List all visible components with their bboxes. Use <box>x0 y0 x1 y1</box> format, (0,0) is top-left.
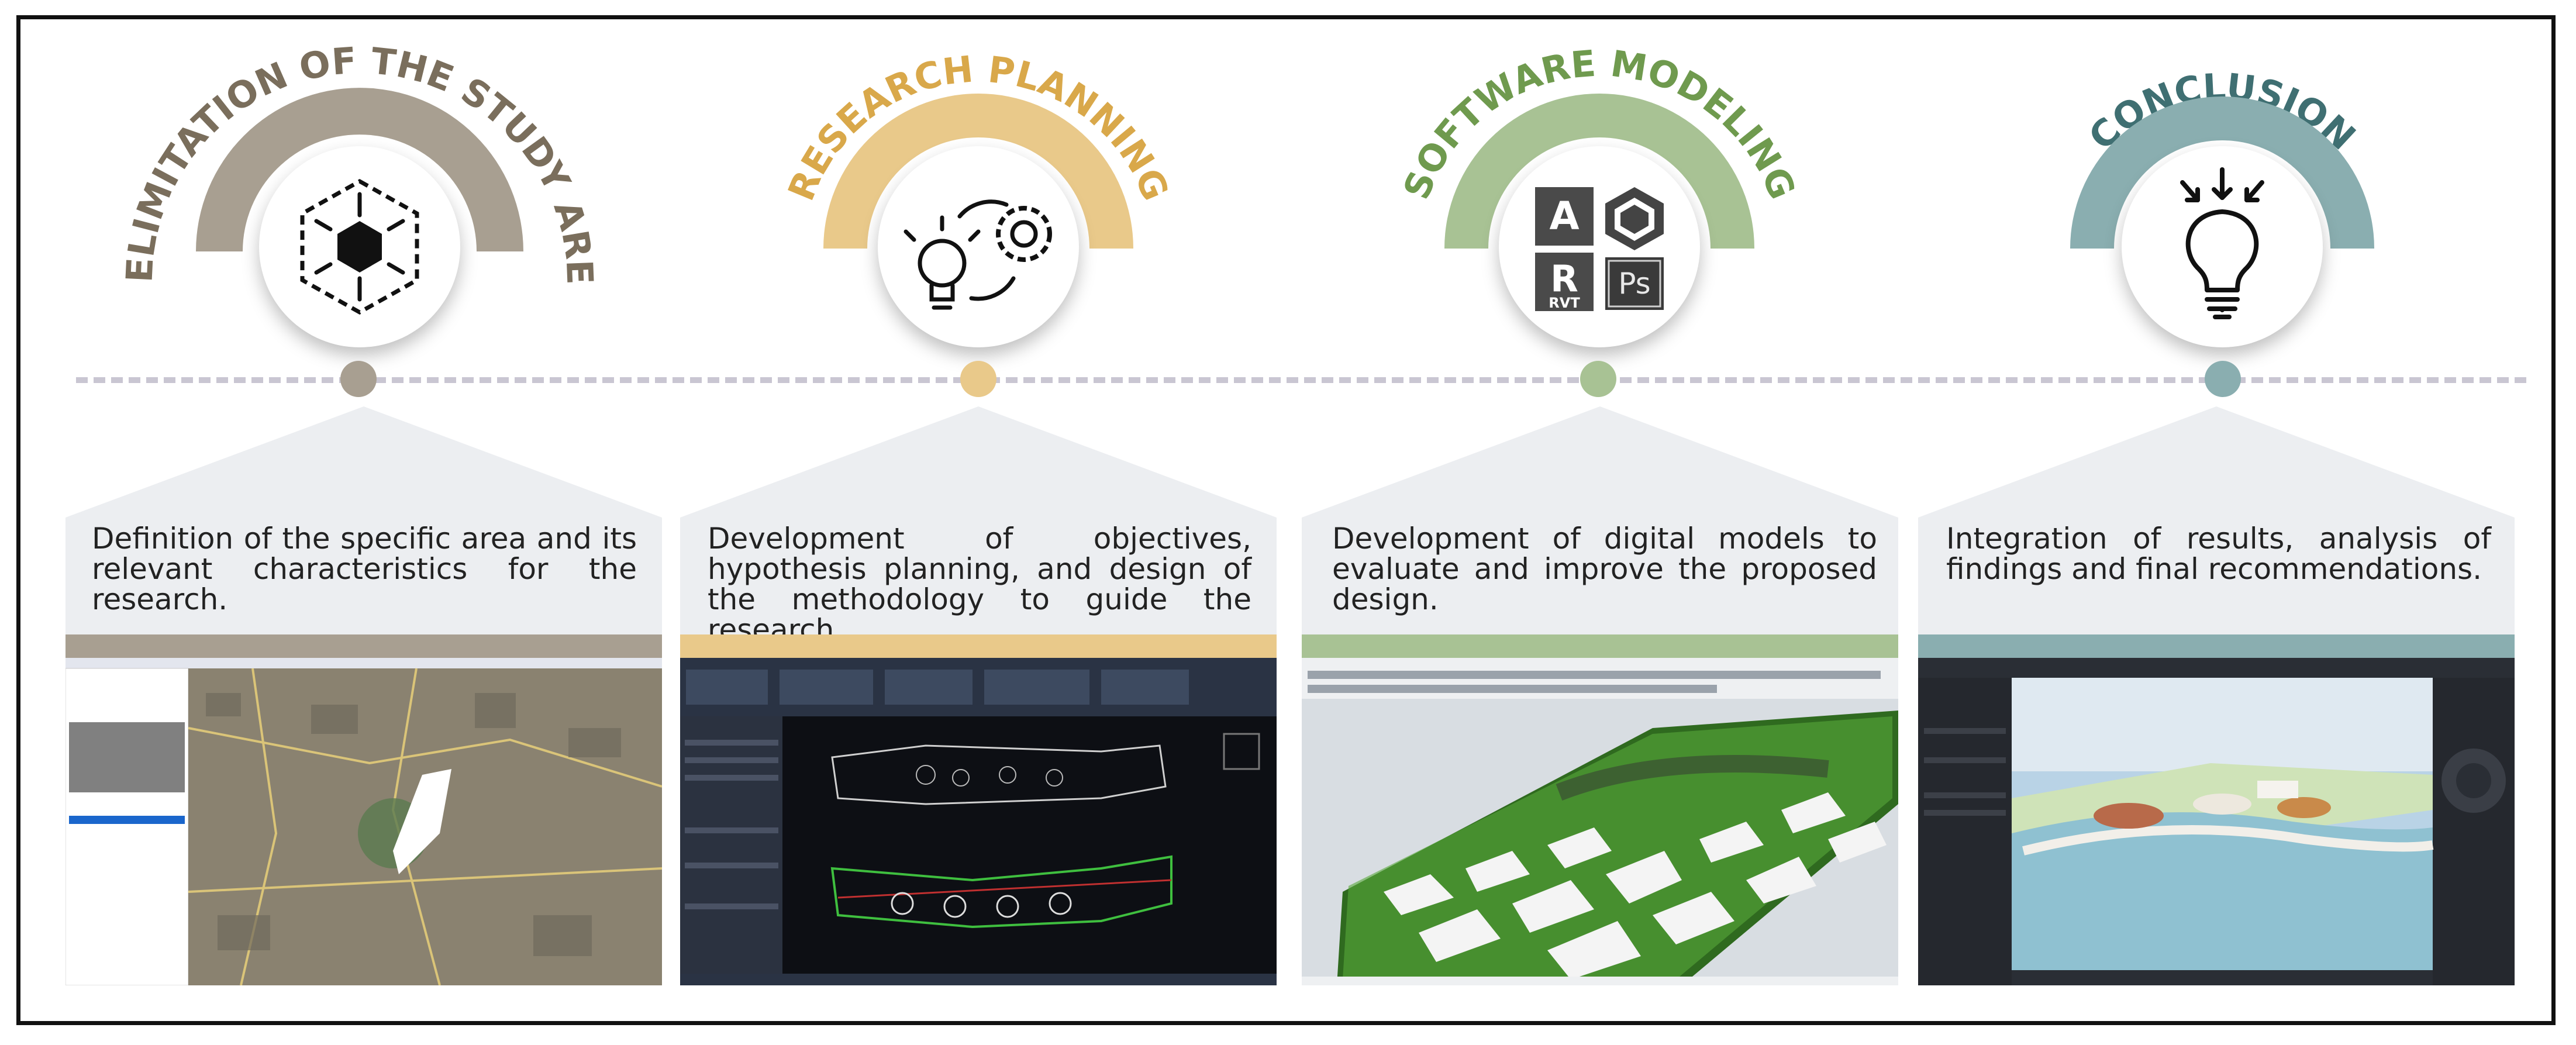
step-2-color-bar <box>680 634 1277 658</box>
step-4-color-bar <box>1918 634 2515 658</box>
step-4-icon-circle <box>2122 146 2323 347</box>
svg-text:Ps: Ps <box>1618 267 1650 301</box>
step-1-timeline-dot <box>340 361 377 397</box>
step-3-description: Development of digital models to evaluat… <box>1332 522 1877 616</box>
step-3-arc-band <box>1444 94 1754 249</box>
step-conclusion: CONCLUSION Integration of results, analy… <box>1918 0 2515 1045</box>
step-4-title-arc: CONCLUSION <box>2070 65 2374 249</box>
step-4-arc-band <box>2070 96 2374 249</box>
step-1-color-bar <box>65 634 662 658</box>
timeline-dashed-line <box>76 377 2526 383</box>
step-1-icon-circle <box>259 146 460 347</box>
svg-text:RVT: RVT <box>1549 295 1580 311</box>
lightbulb-gear-icon <box>904 199 1052 310</box>
sketchup-logo <box>1605 187 1664 250</box>
step-4-text-panel <box>1918 406 2515 634</box>
software-logos-icon: A R RVT Ps <box>1535 187 1664 311</box>
step-4-description: Integration of results, analysis of find… <box>1946 522 2491 586</box>
step-2-timeline-dot <box>960 361 996 397</box>
step-3-text-panel <box>1302 406 1898 634</box>
step-2-arc-band <box>823 94 1133 249</box>
step-3-timeline-dot <box>1580 361 1616 397</box>
step-2-description: Development of objectives, hypothesis pl… <box>708 522 1251 647</box>
svg-text:R: R <box>1550 257 1578 300</box>
step-1-screenshot <box>65 658 662 985</box>
autocad-logo <box>1535 187 1594 246</box>
diagram-frame <box>16 15 2556 1025</box>
step-2-text-panel <box>680 406 1277 634</box>
lightbulb-idea-icon <box>2180 167 2264 319</box>
step-planning: RESEARCH PLANNING Development of objecti… <box>680 0 1277 1045</box>
svg-text:A: A <box>1549 194 1579 239</box>
step-1-arc-band <box>196 88 523 251</box>
photoshop-logo <box>1605 257 1664 310</box>
step-2-icon-circle <box>878 146 1079 347</box>
step-3-icon-circle: A R RVT Ps <box>1499 146 1700 347</box>
revit-logo <box>1535 253 1594 311</box>
step-4-timeline-dot <box>2205 361 2241 397</box>
step-3-color-bar <box>1302 634 1898 658</box>
step-1-text-panel <box>65 406 662 634</box>
hexagon-expand-icon <box>300 178 419 315</box>
step-3-screenshot <box>1302 658 1898 985</box>
step-1-description: Definition of the specific area and its … <box>92 522 637 616</box>
step-modeling: SOFTWARE MODELING A R RVT Ps Development… <box>1298 0 1898 1045</box>
step-2-screenshot <box>680 658 1277 985</box>
step-4-screenshot <box>1918 658 2515 985</box>
step-delimitation: DELIMITATION OF THE STUDY AREA Definitio… <box>43 0 662 1045</box>
